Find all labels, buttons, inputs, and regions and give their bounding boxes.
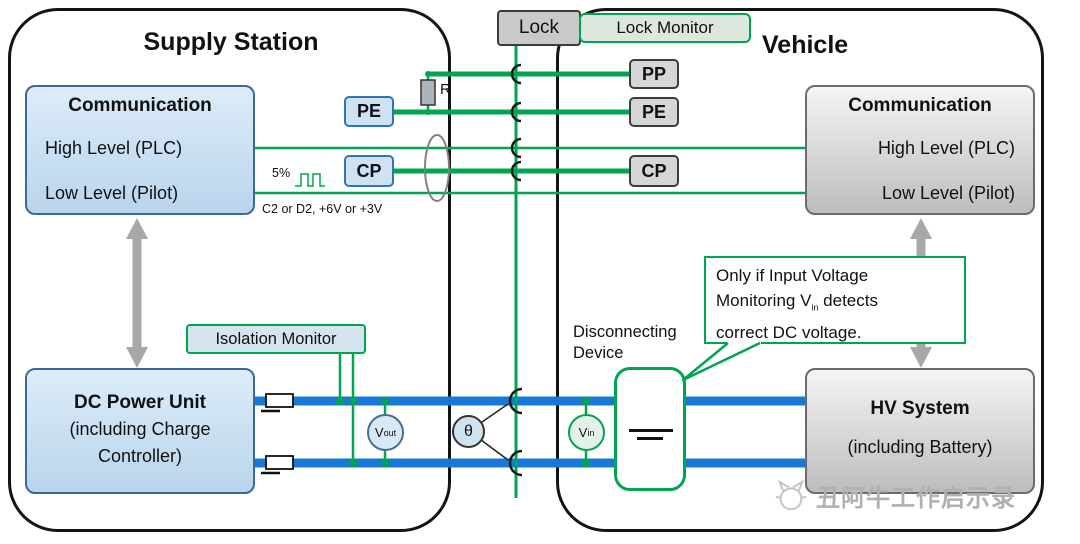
coupler-contact-icons	[508, 63, 523, 477]
hv-system-box: HV System (including Battery)	[805, 368, 1035, 494]
vehicle-title: Vehicle	[762, 31, 849, 59]
isolation-monitor-label: Isolation Monitor	[215, 329, 337, 348]
callout-line1: Only if Input Voltage	[716, 266, 869, 285]
vehicle-low-level-label: Low Level (Pilot)	[881, 183, 1015, 203]
supply-high-level-label: High Level (PLC)	[45, 138, 183, 158]
isolation-monitor-box: Isolation Monitor	[186, 324, 366, 354]
watermark: 丑阿牛工作启示录	[772, 478, 1016, 513]
supply-communication-box: Communication High Level (PLC) Low Level…	[25, 85, 255, 215]
coupler-contact-icon	[510, 160, 522, 182]
callout-box: Only if Input Voltage Monitoring Vin det…	[704, 256, 966, 344]
lock-box: Lock	[497, 10, 581, 46]
pe-label: PE	[356, 101, 381, 121]
dc-power-unit-sub2: Controller)	[97, 446, 183, 466]
vehicle-communication-title: Communication	[848, 95, 992, 116]
vin-sub: in	[587, 427, 595, 438]
supply-pe-box: PE	[344, 96, 394, 127]
pe-label: PE	[641, 101, 666, 122]
cp-label: CP	[641, 160, 667, 181]
disconnecting-label-line2: Device	[573, 344, 624, 362]
cat-logo-icon	[775, 479, 807, 510]
supply-station-outline	[8, 8, 451, 532]
hv-system-title: HV System	[870, 398, 970, 419]
switch-contact-icon	[629, 429, 673, 432]
coupler-contact-icon	[510, 63, 522, 85]
vehicle-pe-box: PE	[629, 97, 679, 127]
theta-label: θ	[464, 422, 473, 440]
switch-contact-icon	[637, 437, 663, 440]
pp-label: PP	[641, 63, 666, 84]
pilot-states-note: C2 or D2, +6V or +3V	[262, 202, 383, 216]
vout-label: V	[374, 425, 384, 440]
callout-line3: correct DC voltage.	[716, 323, 862, 343]
vehicle-cp-box: CP	[629, 155, 679, 187]
supply-station-title: Supply Station	[143, 28, 319, 56]
vehicle-high-level-label: High Level (PLC)	[877, 138, 1015, 158]
coupler-contact-icon	[508, 387, 523, 415]
dc-power-unit-title: DC Power Unit	[74, 392, 206, 413]
vout-sub: out	[383, 427, 397, 438]
disconnecting-device-box	[614, 367, 686, 491]
supply-cp-box: CP	[344, 155, 394, 187]
resistor-r-label: R	[440, 81, 451, 98]
hv-system-sub: (including Battery)	[847, 437, 993, 457]
pulse-duty-label: 5%	[272, 166, 291, 180]
supply-low-level-label: Low Level (Pilot)	[45, 183, 179, 203]
supply-communication-title: Communication	[68, 95, 212, 116]
temperature-sensor: θ	[452, 415, 485, 448]
dc-power-unit-box: DC Power Unit (including Charge Controll…	[25, 368, 255, 494]
cp-label: CP	[356, 160, 382, 181]
coupler-contact-icon	[510, 137, 522, 159]
vehicle-outline	[556, 8, 1044, 532]
lock-label: Lock	[518, 17, 560, 38]
lock-monitor-box: Lock Monitor	[579, 13, 751, 43]
vin-label: V	[578, 425, 588, 440]
lock-monitor-label: Lock Monitor	[616, 18, 714, 37]
vehicle-communication-box: Communication High Level (PLC) Low Level…	[805, 85, 1035, 215]
coupler-contact-icon	[510, 101, 522, 123]
watermark-text: 丑阿牛工作启示录	[816, 485, 1016, 512]
disconnecting-device-label: Disconnecting Device	[573, 322, 677, 364]
vehicle-pp-box: PP	[629, 59, 679, 89]
dc-power-unit-sub1: (including Charge	[69, 419, 211, 439]
callout-line2: Monitoring Vin detects	[716, 291, 878, 313]
coupler-contact-icon	[508, 449, 523, 477]
disconnecting-label-line1: Disconnecting	[573, 323, 677, 341]
